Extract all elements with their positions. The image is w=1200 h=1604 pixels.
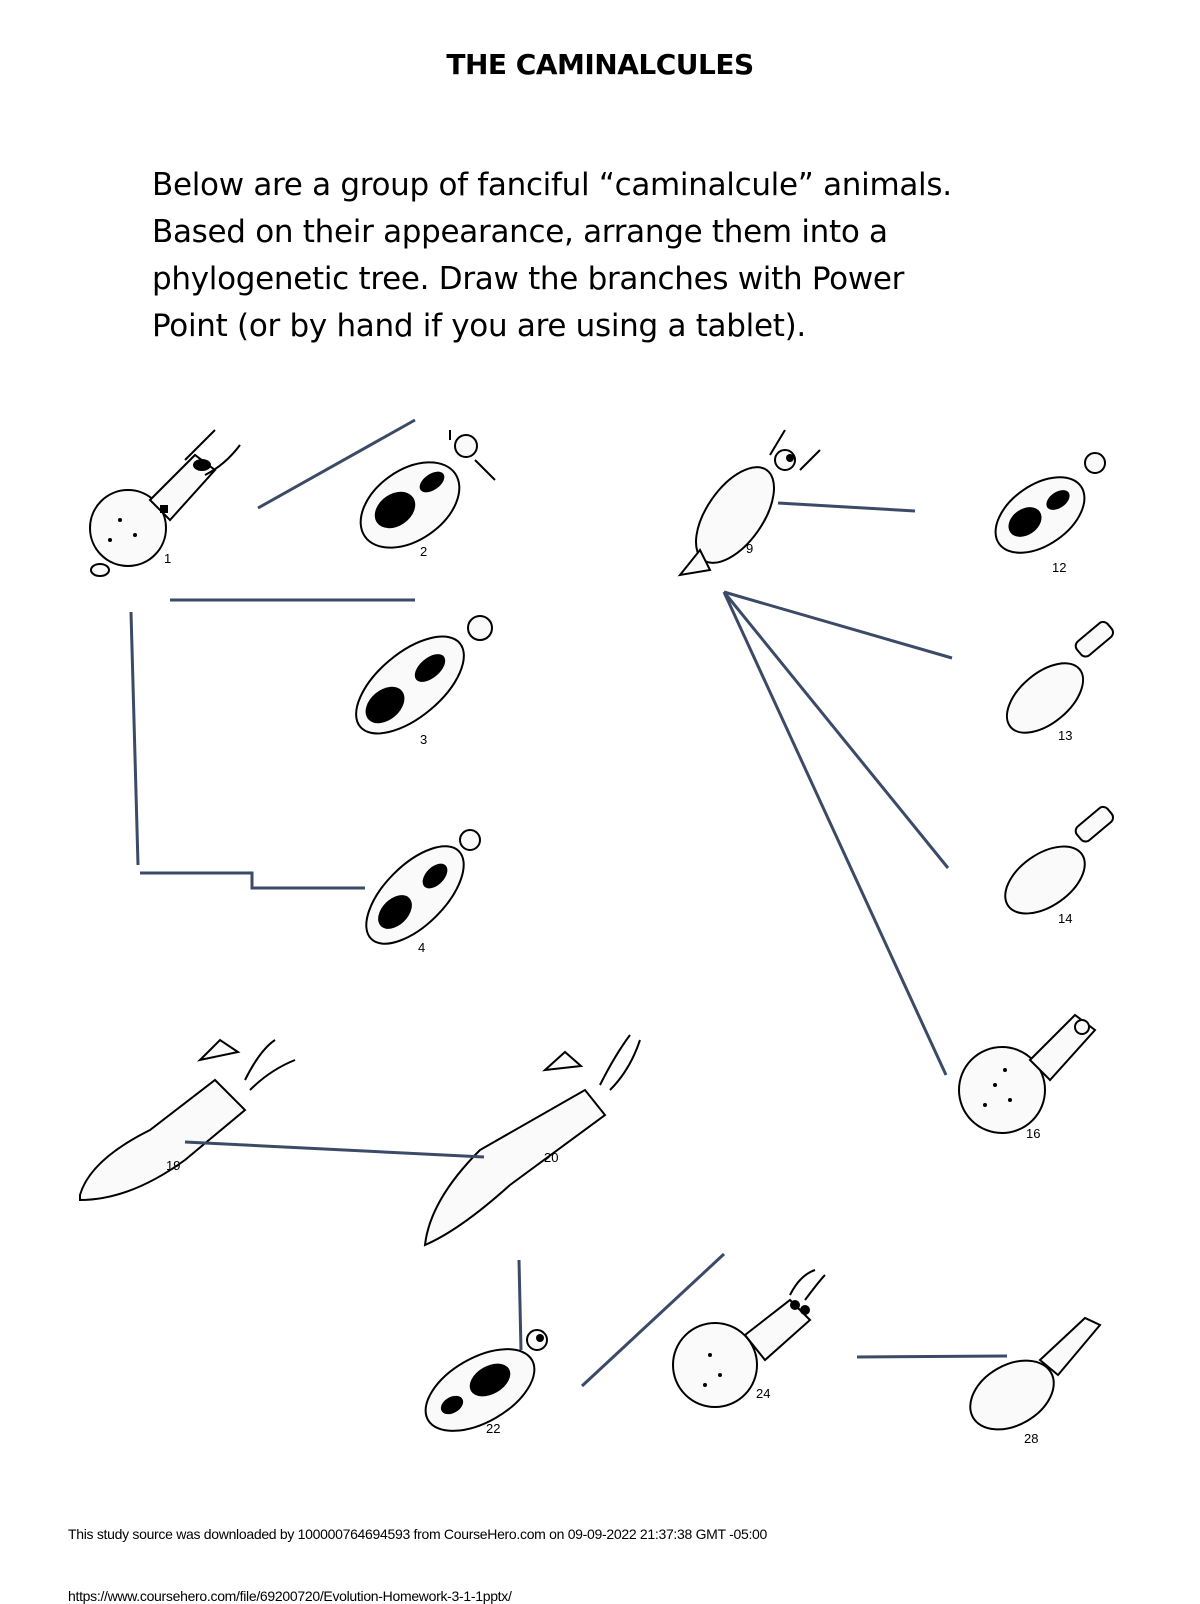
caminalcule-2[interactable]: 2 xyxy=(345,430,496,565)
branch-line xyxy=(856,1354,1008,1359)
page-title: THE CAMINALCULES xyxy=(446,48,754,81)
branch-line xyxy=(723,590,953,660)
instruction-line: Based on their appearance, arrange them … xyxy=(152,214,888,250)
specimen-label: 9 xyxy=(746,541,753,556)
branch-line xyxy=(777,501,916,513)
caminalcule-28[interactable]: 28 xyxy=(958,1316,1102,1446)
branch-line xyxy=(257,418,416,510)
caminalcule-19[interactable]: 19 xyxy=(79,1038,296,1202)
specimen-label: 16 xyxy=(1026,1126,1040,1141)
caminalcule-14[interactable]: 14 xyxy=(993,804,1115,927)
specimen-label: 22 xyxy=(486,1421,500,1436)
specimen-label: 2 xyxy=(420,544,427,559)
instruction-line: Below are a group of fanciful “caminalcu… xyxy=(152,167,952,203)
caminalcule-9[interactable]: 9 xyxy=(677,429,821,577)
specimen-label: 3 xyxy=(420,732,427,747)
branch-line xyxy=(129,611,140,866)
caminalcule-12[interactable]: 12 xyxy=(982,452,1106,575)
download-note: This study source was downloaded by 1000… xyxy=(68,1526,768,1542)
specimen-label: 12 xyxy=(1052,560,1066,575)
branch-line xyxy=(722,591,950,869)
branch-lines xyxy=(129,418,1008,1388)
branch-line xyxy=(140,871,365,890)
branch-line xyxy=(722,591,948,1076)
specimen-label: 28 xyxy=(1024,1431,1038,1446)
branch-line xyxy=(517,1259,523,1351)
specimen-label: 19 xyxy=(166,1158,180,1173)
specimen-label: 1 xyxy=(164,551,171,566)
caminalcule-24[interactable]: 24 xyxy=(672,1269,826,1408)
caminalcule-1[interactable]: 1 xyxy=(89,429,241,577)
caminalcule-16[interactable]: 16 xyxy=(958,1013,1097,1141)
caminalcule-4[interactable]: 4 xyxy=(350,829,481,960)
caminalcule-20[interactable]: 20 xyxy=(423,1034,641,1247)
instructions: Below are a group of fanciful “caminalcu… xyxy=(152,162,1052,350)
instruction-line: phylogenetic tree. Draw the branches wit… xyxy=(152,261,905,297)
branch-line xyxy=(184,1140,485,1159)
caminalcule-13[interactable]: 13 xyxy=(994,619,1115,746)
instruction-line: Point (or by hand if you are using a tab… xyxy=(152,308,806,344)
specimen-label: 14 xyxy=(1058,911,1072,926)
branch-line xyxy=(580,1252,726,1388)
source-url[interactable]: https://www.coursehero.com/file/69200720… xyxy=(68,1588,512,1604)
specimen-label: 24 xyxy=(756,1386,770,1401)
specimen-label: 20 xyxy=(544,1150,558,1165)
specimen-label: 4 xyxy=(418,940,425,955)
caminalcule-3[interactable]: 3 xyxy=(340,615,493,751)
caminalcule-22[interactable]: 22 xyxy=(412,1329,548,1448)
specimen-label: 13 xyxy=(1058,728,1072,743)
